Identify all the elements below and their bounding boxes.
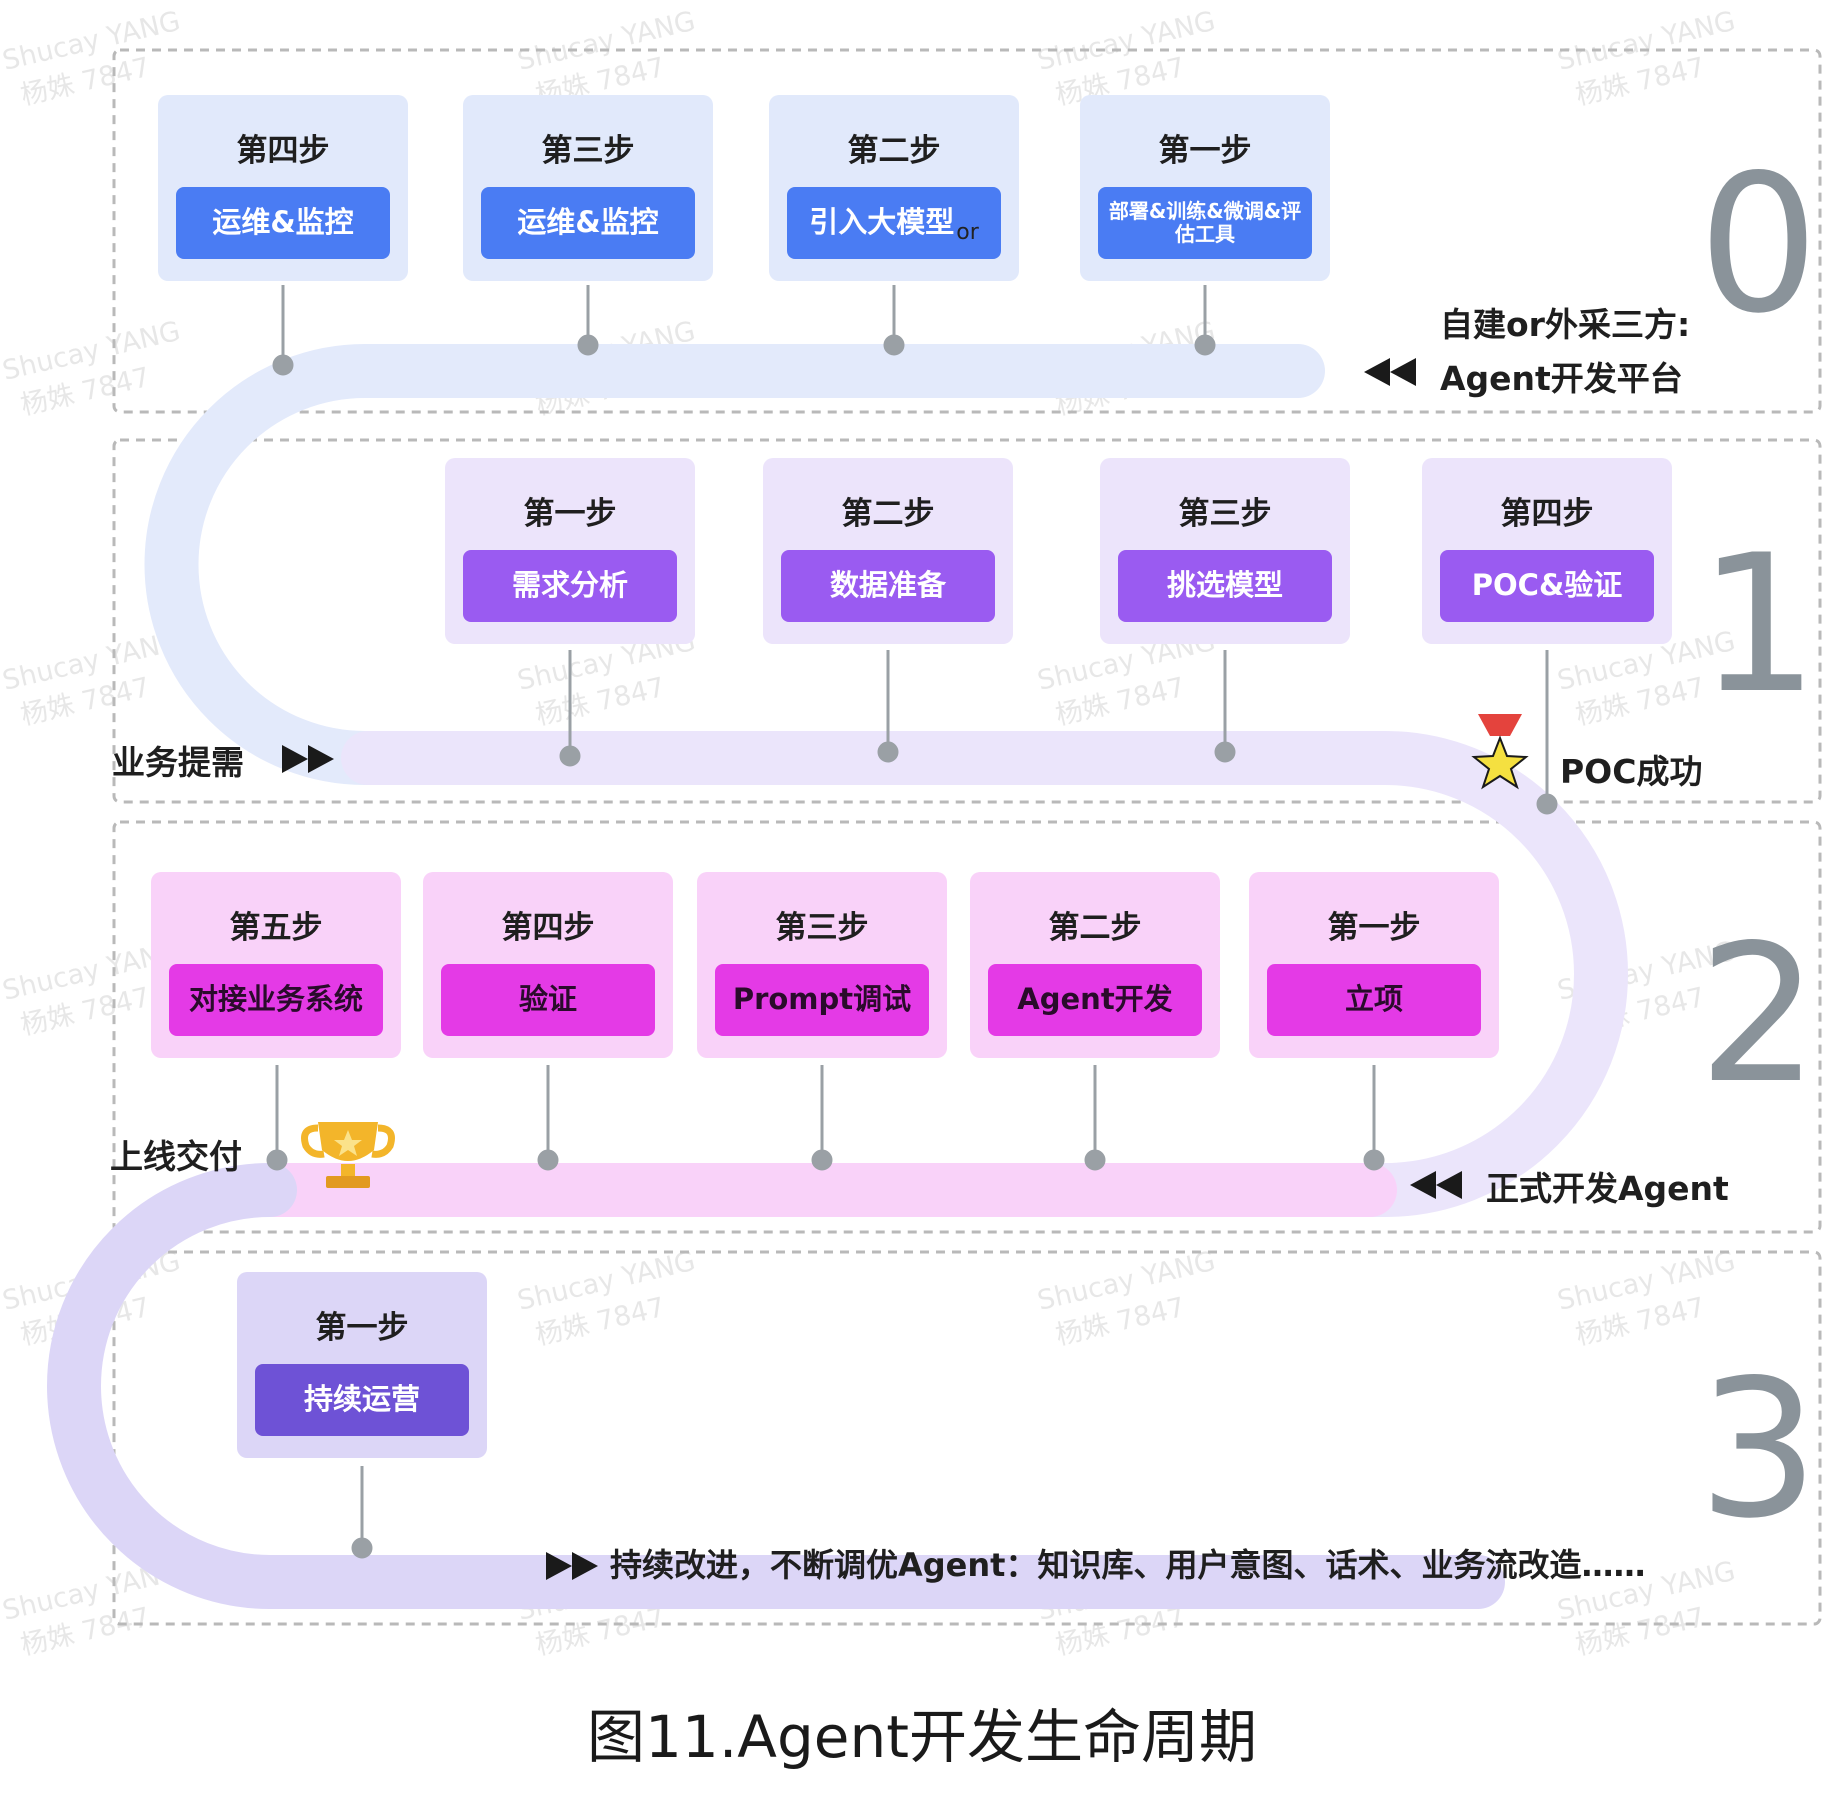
- connector-dot: [877, 741, 899, 763]
- step-title: 第四步: [236, 133, 330, 169]
- stage-label: 业务提需: [112, 743, 244, 782]
- fast-forward-icon: [546, 1552, 598, 1580]
- track-segment-0: [144, 344, 1325, 785]
- connector-dot: [272, 354, 294, 376]
- step-card: 第一步 部署&训练&微调&评估工具: [1080, 95, 1330, 281]
- section-frame-0: [112, 48, 1822, 414]
- connector-dot: [1363, 1149, 1385, 1171]
- connector-dot: [1536, 793, 1558, 815]
- medal-icon: [1471, 714, 1529, 790]
- connector-dot: [266, 1149, 288, 1171]
- stage-number-1: 1: [1698, 514, 1819, 735]
- stage-label: 正式开发Agent: [1486, 1169, 1729, 1208]
- track-segment-3: [47, 1163, 1505, 1609]
- step-card: 第五步 对接业务系统: [151, 872, 401, 1058]
- step-card: 第四步 POC&验证: [1422, 458, 1672, 644]
- figure-caption: 图11.Agent开发生命周期: [587, 1703, 1257, 1771]
- step-card: 第二步 数据准备: [763, 458, 1013, 644]
- step-card: 第四步 运维&监控: [158, 95, 408, 281]
- connector-dot: [883, 334, 905, 356]
- step-action: 需求分析: [463, 550, 677, 622]
- stage-number-0: 0: [1698, 134, 1819, 355]
- trophy-icon: [301, 1122, 395, 1188]
- step-title: 第五步: [229, 910, 323, 946]
- connector-dot: [577, 334, 599, 356]
- step-action: 验证: [441, 964, 655, 1036]
- rewind-icon: [1364, 358, 1416, 386]
- step-title: 第二步: [841, 496, 935, 532]
- stage-number-3: 3: [1698, 1339, 1819, 1560]
- step-card: 第三步 挑选模型: [1100, 458, 1350, 644]
- stage-number-2: 2: [1698, 904, 1819, 1125]
- step-action: 运维&监控: [176, 187, 390, 259]
- step-title: 第三步: [1178, 496, 1272, 532]
- stage-label-line-2: Agent开发平台: [1440, 359, 1683, 398]
- milestone-label: 上线交付: [110, 1137, 242, 1176]
- connector-dot: [1084, 1149, 1106, 1171]
- step-title: 第一步: [315, 1310, 409, 1346]
- step-title: 第四步: [1500, 496, 1594, 532]
- step-action-extra: or: [956, 220, 979, 246]
- step-action: 立项: [1267, 964, 1481, 1036]
- step-action: 对接业务系统: [169, 964, 383, 1036]
- section-frame-1: [112, 438, 1822, 804]
- step-title: 第一步: [1327, 910, 1421, 946]
- step-action-text: 引入大模型: [809, 205, 955, 240]
- connector-dot: [1194, 334, 1216, 356]
- step-action: POC&验证: [1440, 550, 1654, 622]
- step-action: 持续运营: [255, 1364, 469, 1436]
- step-card: 第二步 Agent开发: [970, 872, 1220, 1058]
- step-card: 第一步 需求分析: [445, 458, 695, 644]
- step-action: Prompt调试: [715, 964, 929, 1036]
- section-frame-3: [112, 1250, 1822, 1626]
- step-title: 第三步: [541, 133, 635, 169]
- rewind-icon: [1410, 1171, 1462, 1199]
- step-title: 第二步: [1048, 910, 1142, 946]
- stage-label: 持续改进，不断调优Agent：知识库、用户意图、话术、业务流改造……: [610, 1546, 1646, 1584]
- connector-dot: [811, 1149, 833, 1171]
- step-action: Agent开发: [988, 964, 1202, 1036]
- step-card: 第四步 验证: [423, 872, 673, 1058]
- step-title: 第一步: [523, 496, 617, 532]
- step-action: 部署&训练&微调&评估工具: [1098, 187, 1312, 259]
- step-action: 数据准备: [781, 550, 995, 622]
- step-action: 运维&监控: [481, 187, 695, 259]
- step-title: 第二步: [847, 133, 941, 169]
- step-card: 第三步 Prompt调试: [697, 872, 947, 1058]
- step-title: 第四步: [501, 910, 595, 946]
- fast-forward-icon: [282, 745, 334, 773]
- stage-label-line-1: 自建or外采三方:: [1440, 305, 1691, 344]
- step-card: 第一步 立项: [1249, 872, 1499, 1058]
- connector-dot: [537, 1149, 559, 1171]
- step-card: 第三步 运维&监控: [463, 95, 713, 281]
- step-title: 第一步: [1158, 133, 1252, 169]
- step-card: 第一步 持续运营: [237, 1272, 487, 1458]
- connector-dot: [1214, 741, 1236, 763]
- step-title: 第三步: [775, 910, 869, 946]
- track-segment-1: [341, 731, 1628, 1217]
- step-action: 挑选模型: [1118, 550, 1332, 622]
- connector-dot: [559, 745, 581, 767]
- connector-dot: [351, 1537, 373, 1559]
- milestone-label: POC成功: [1560, 752, 1703, 791]
